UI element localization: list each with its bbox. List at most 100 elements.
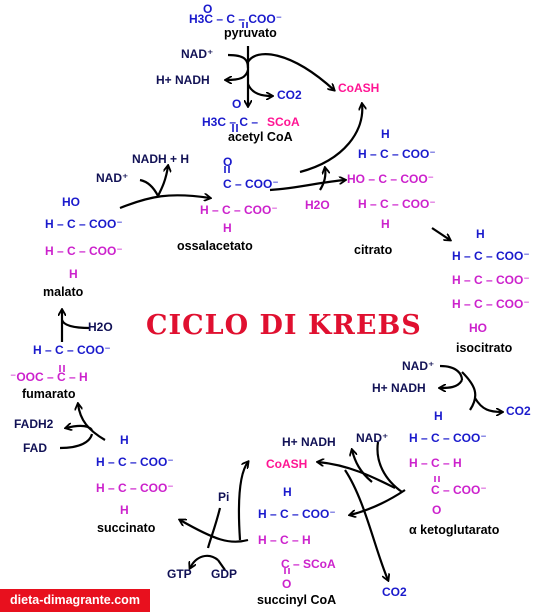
citrate-h-top: H — [381, 127, 390, 141]
fumarase-water: H2O — [88, 320, 113, 334]
succinate-h-bottom: H — [120, 503, 129, 517]
arrow-pdh-coash-loop — [247, 53, 334, 90]
arrow-succinate-fumarate — [78, 404, 106, 441]
pdh-nadh: H+ NADH — [156, 73, 210, 87]
isocitrate-ho: HO — [469, 321, 487, 335]
succinylcoa-h-top: H — [283, 485, 292, 499]
citrate-h-bottom: H — [381, 217, 390, 231]
arrow-coash-to-scs — [237, 462, 248, 541]
mdh-nadh: NADH + H — [132, 152, 190, 166]
akg-row3: C – COO⁻ — [431, 483, 487, 497]
succinate-row1: H – C – COO⁻ — [96, 455, 174, 469]
pdh-coash: CoASH — [338, 81, 380, 95]
arrow-idh-nadh — [440, 379, 463, 388]
pdh-co2: CO2 — [277, 88, 302, 102]
malate-h-bottom: H — [69, 267, 78, 281]
succinate-h-top: H — [120, 433, 129, 447]
idh-nadh: H+ NADH — [372, 381, 426, 395]
arrow-fad-in — [59, 433, 94, 450]
pyruvate-name: pyruvato — [224, 26, 277, 40]
arrow-idh-co2 — [474, 397, 502, 412]
citrate-row3: H – C – COO⁻ — [358, 197, 436, 211]
scs-gdp: GDP — [211, 567, 238, 581]
idh-nad: NAD⁺ — [402, 359, 435, 373]
arrow-pi-in — [206, 507, 222, 549]
scs-pi: Pi — [218, 490, 230, 504]
arrow-akgdh-co2 — [344, 469, 388, 580]
arrow-malate-oxaloacetate — [119, 195, 210, 210]
fumarate-name: fumarato — [22, 387, 76, 401]
arrow-mdh-nad — [139, 178, 159, 197]
arrow-isocitrate-akg — [461, 371, 477, 411]
arrow-gdp-stem — [217, 559, 226, 571]
arrow-water-fumarase — [60, 319, 91, 330]
arrow-pdh-nadh — [226, 69, 250, 80]
arrow-water-in — [319, 168, 325, 191]
arrow-pdh-nad — [227, 53, 250, 69]
isocitrate-row3: H – C – COO⁻ — [452, 297, 530, 311]
acetyl-scoa: SCoA — [267, 115, 300, 129]
scs-gtp: GTP — [167, 567, 192, 581]
malate-row2: H – C – COO⁻ — [45, 244, 123, 258]
malate-row1: H – C – COO⁻ — [45, 217, 123, 231]
oxaloacetate-name: ossalacetato — [177, 239, 253, 253]
akg-oxo: O — [432, 503, 442, 517]
succinylcoa-row2: H – C – H — [258, 533, 311, 547]
arrow-coash-release — [299, 104, 362, 174]
arrow-akgdh-coash — [318, 462, 396, 489]
arrow-scoa-succinate — [180, 520, 249, 543]
citrate-row1: H – C – COO⁻ — [358, 147, 436, 161]
arrow-idh-nad — [439, 364, 464, 381]
diagram-title: CICLO DI KREBS — [146, 310, 422, 341]
oxaloacetate-ch2: H – C – COO⁻ — [200, 203, 278, 217]
akg-h-top: H — [434, 409, 443, 423]
arrow-citrate-synthase — [269, 180, 345, 192]
acetyl-left: H3C – C – — [202, 115, 262, 129]
oxaloacetate-h: H — [223, 221, 232, 235]
akgdh-nadh: H+ NADH — [282, 435, 336, 449]
isocitrate-name: isocitrato — [456, 341, 513, 355]
citrate-water: H2O — [305, 198, 330, 212]
malate-name: malato — [43, 285, 84, 299]
fumarate-row1: H – C – COO⁻ — [33, 343, 111, 357]
acetyl-oxo: O — [232, 97, 242, 111]
acetyl-name: acetyl CoA — [228, 130, 293, 144]
arrow-pdh-co2 — [246, 83, 272, 96]
isocitrate-row2: H – C – COO⁻ — [452, 273, 530, 287]
arrow-citrate-isocitrate — [431, 227, 450, 240]
succinylcoa-name: succinyl CoA — [257, 593, 337, 607]
akg-name: α ketoglutarato — [409, 523, 500, 537]
arrow-gdp-gtp — [190, 554, 219, 568]
idh-co2: CO2 — [506, 404, 531, 418]
fumarate-row2: ⁻OOC – C – H — [10, 370, 88, 384]
isocitrate-h-top: H — [476, 227, 485, 241]
akgdh-co2: CO2 — [382, 585, 407, 599]
citrate-row2: HO – C – COO⁻ — [347, 172, 435, 186]
citrate-name: citrato — [354, 243, 393, 257]
arrow-mdh-nadh — [157, 166, 168, 197]
malate-ho: HO — [62, 195, 80, 209]
pdh-nad: NAD⁺ — [181, 47, 214, 61]
akgdh-nad: NAD⁺ — [356, 431, 389, 445]
akg-row1: H – C – COO⁻ — [409, 431, 487, 445]
watermark-link[interactable]: dieta-dimagrante.com — [0, 589, 150, 612]
oxaloacetate-carbonyl: C – COO⁻ — [223, 177, 279, 191]
arrow-fadh2-out — [66, 426, 93, 430]
isocitrate-row1: H – C – COO⁻ — [452, 249, 530, 263]
sdh-fad: FAD — [23, 441, 47, 455]
sdh-fadh2: FADH2 — [14, 417, 54, 431]
succinate-row2: H – C – COO⁻ — [96, 481, 174, 495]
pyruvate-oxo: O — [203, 2, 213, 16]
oxaloacetate-oxo: O — [223, 155, 233, 169]
succinylcoa-row3: C – SCoA — [281, 557, 336, 571]
arrow-akgdh-nad — [376, 441, 403, 493]
succinylcoa-row1: H – C – COO⁻ — [258, 507, 336, 521]
succinate-name: succinato — [97, 521, 156, 535]
arrow-akgdh-nadh — [352, 450, 373, 483]
akg-row2: H – C – H — [409, 456, 462, 470]
mdh-nad: NAD⁺ — [96, 171, 129, 185]
pyruvate-formula: H3C – C – COO⁻ — [189, 12, 283, 26]
succinylcoa-oxo: O — [282, 577, 292, 591]
akgdh-coash: CoASH — [266, 457, 308, 471]
